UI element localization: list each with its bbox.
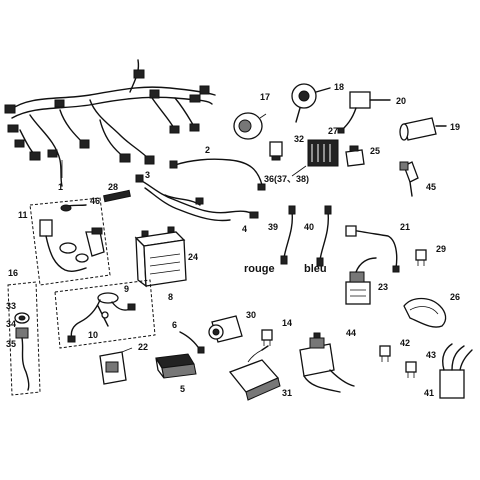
part-label-19: 19 <box>450 122 460 132</box>
cable-3-4 <box>135 174 259 222</box>
part-label-32: 32 <box>294 134 304 144</box>
part-30 <box>208 315 243 343</box>
part-25 <box>345 145 365 167</box>
part-label-14: 14 <box>282 318 292 328</box>
part-43 <box>405 361 417 378</box>
part-45-plug-cap <box>399 161 419 197</box>
part-label-5: 5 <box>180 384 185 394</box>
part-14 <box>261 329 273 346</box>
part-5 <box>155 353 197 379</box>
part-label-41: 41 <box>424 388 434 398</box>
box-11 <box>29 197 111 286</box>
cable-39 <box>280 205 296 265</box>
part-label-27: 27 <box>328 126 338 136</box>
part-46 <box>60 204 87 212</box>
part-label-30: 30 <box>246 310 256 320</box>
part-29 <box>415 249 427 266</box>
part-label-4: 4 <box>242 224 247 234</box>
part-label-34: 34 <box>6 319 16 329</box>
part-44 <box>299 332 355 393</box>
part-label-25: 25 <box>370 146 380 156</box>
battery-24 <box>134 226 187 288</box>
cable-40 <box>316 205 332 267</box>
part-label-10: 10 <box>88 330 98 340</box>
part-label-9: 9 <box>124 284 129 294</box>
part-label-17: 17 <box>260 92 270 102</box>
part-label-39: 39 <box>268 222 278 232</box>
part-label-29: 29 <box>436 244 446 254</box>
part-42 <box>379 345 391 362</box>
part-21 <box>345 225 400 273</box>
part-18-horn <box>291 83 331 123</box>
part-label-21: 21 <box>400 222 410 232</box>
cable-2 <box>169 158 266 191</box>
part-19-coil <box>399 117 447 141</box>
label-bleu: bleu <box>304 263 327 275</box>
box-16 <box>7 281 41 396</box>
part-label-8: 8 <box>168 292 173 302</box>
part-label-11: 11 <box>18 210 28 220</box>
part-label-45: 45 <box>426 182 436 192</box>
part-label-28: 28 <box>108 182 118 192</box>
box-8 <box>54 279 156 349</box>
part-label-46: 46 <box>90 196 100 206</box>
part-label-36: 36(37、38) <box>264 174 309 184</box>
fuse-strip-28 <box>103 189 131 203</box>
wiring-harness <box>4 59 216 187</box>
part-23 <box>345 257 377 305</box>
part-label-42: 42 <box>400 338 410 348</box>
part-label-44: 44 <box>346 328 356 338</box>
part-label-6: 6 <box>172 320 177 330</box>
part-31 <box>228 345 281 401</box>
part-label-43: 43 <box>426 350 436 360</box>
part-17 <box>233 112 267 140</box>
part-label-22: 22 <box>138 342 148 352</box>
part-label-20: 20 <box>396 96 406 106</box>
part-label-31: 31 <box>282 388 292 398</box>
part-label-24: 24 <box>188 252 198 262</box>
part-label-18: 18 <box>334 82 344 92</box>
part-label-3: 3 <box>145 170 150 180</box>
part-32 <box>269 141 283 161</box>
part-41 <box>439 343 473 399</box>
part-27-regulator <box>307 139 339 167</box>
part-label-26: 26 <box>450 292 460 302</box>
part-label-16: 16 <box>8 268 18 278</box>
part-label-1: 1 <box>58 182 63 192</box>
part-label-40: 40 <box>304 222 314 232</box>
part-label-23: 23 <box>378 282 388 292</box>
part-6 <box>179 331 205 354</box>
part-20 <box>337 91 391 134</box>
part-label-33: 33 <box>6 301 16 311</box>
part-label-35: 35 <box>6 339 16 349</box>
part-label-2: 2 <box>205 145 210 155</box>
part-22 <box>99 347 133 385</box>
label-rouge: rouge <box>244 263 275 275</box>
part-26-strap <box>403 297 447 328</box>
